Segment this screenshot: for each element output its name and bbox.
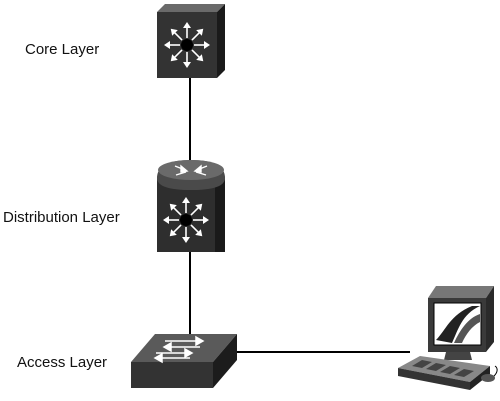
desktop-computer-icon <box>398 286 498 390</box>
distribution-layer-label: Distribution Layer <box>3 209 120 226</box>
route-switch-processor-icon <box>157 160 225 252</box>
core-layer-label: Core Layer <box>25 41 99 58</box>
workgroup-switch-icon <box>131 334 237 388</box>
access-layer-label: Access Layer <box>17 354 107 371</box>
multilayer-switch-icon <box>157 4 225 78</box>
